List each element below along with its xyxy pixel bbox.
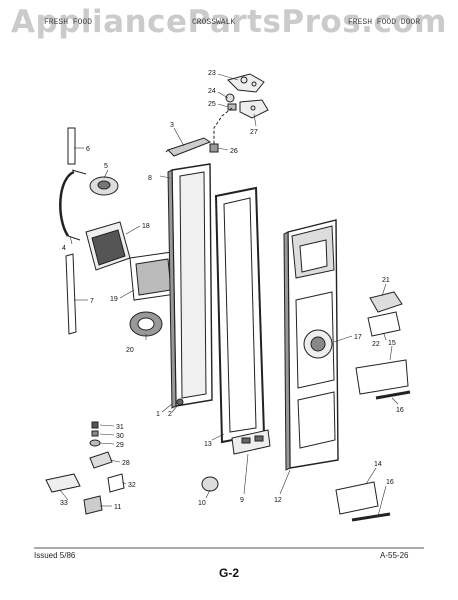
part-30-spacer [91,430,99,437]
part-22-clip [367,311,401,337]
callout-28: 28 [122,460,130,467]
part-31-screw [91,421,99,429]
part-21-bracket [369,291,403,313]
callout-29: 29 [116,442,124,449]
diagram-code: A-55-26 [380,551,409,560]
part-4-handle [59,169,87,241]
hinge-axis [213,107,233,150]
callout-2: 2 [168,411,172,418]
part-2-screw [176,398,184,406]
part-28-bracket [89,451,113,469]
page-number: G-2 [218,566,239,580]
part-3-top-cap [165,137,212,157]
callout-labels: 1 2 3 4 5 6 7 8 9 10 11 12 13 14 15 16 1… [60,70,404,511]
part-5-handle-cap [89,176,119,196]
watermark: AppliancePartsPros.com [11,4,447,40]
part-23-hinge [227,73,265,93]
part-24-washer [225,93,235,103]
callout-24: 24 [208,88,216,95]
part-29-washer [89,439,101,447]
callout-33: 33 [60,500,68,507]
callout-16-lower: 16 [386,479,394,486]
part-16-strip-upper [375,390,411,400]
callout-4: 4 [62,245,66,252]
header-right: FRESH FOOD DOOR [348,18,421,27]
part-9-switch-housing [231,429,271,455]
callout-15: 15 [388,340,396,347]
callout-17: 17 [354,334,362,341]
callout-31: 31 [116,424,124,431]
leader-lines [59,73,399,517]
callout-26: 26 [230,148,238,155]
callout-8: 8 [148,175,152,182]
callout-22: 22 [372,341,380,348]
part-17-dome [303,329,333,359]
part-13-gasket [214,186,266,444]
part-25-bushing [227,103,237,111]
part-14-lower-bin [335,481,379,515]
callout-14: 14 [374,461,382,468]
callout-32: 32 [128,482,136,489]
part-10-actuator [201,476,219,492]
part-27-hinge-bracket [239,99,269,119]
callout-30: 30 [116,433,124,440]
callout-10: 10 [198,500,206,507]
callout-13: 13 [204,441,212,448]
header-left: FRESH FOOD [44,18,93,27]
part-26-bushing [209,143,219,153]
part-32-pin [107,473,125,493]
callout-12: 12 [274,497,282,504]
part-20-dial [129,311,163,337]
callout-25: 25 [208,101,216,108]
part-33-lower-hinge [45,473,81,493]
callout-9: 9 [240,497,244,504]
part-8-door-panel [167,163,213,409]
callout-18: 18 [142,223,150,230]
part-11-hinge [83,495,103,515]
callout-11: 11 [114,504,121,511]
callout-16-upper: 16 [396,407,404,414]
part-18-cover [85,221,131,271]
callout-1: 1 [156,411,160,418]
callout-19: 19 [110,296,118,303]
callout-3: 3 [170,122,174,129]
callout-20: 20 [126,347,134,354]
callout-5: 5 [104,163,108,170]
part-16-strip-lower [351,512,391,522]
callout-21: 21 [382,277,390,284]
callout-23: 23 [208,70,216,77]
part-15-door-bin [355,359,409,395]
callout-6: 6 [86,146,90,153]
part-6-strip [67,127,76,165]
part-7-trim-strip [65,253,77,335]
issued-date: Issued 5/86 [34,551,76,560]
callout-27: 27 [250,129,258,136]
header-center: CROSSWALK [192,18,236,27]
callout-7: 7 [90,298,94,305]
